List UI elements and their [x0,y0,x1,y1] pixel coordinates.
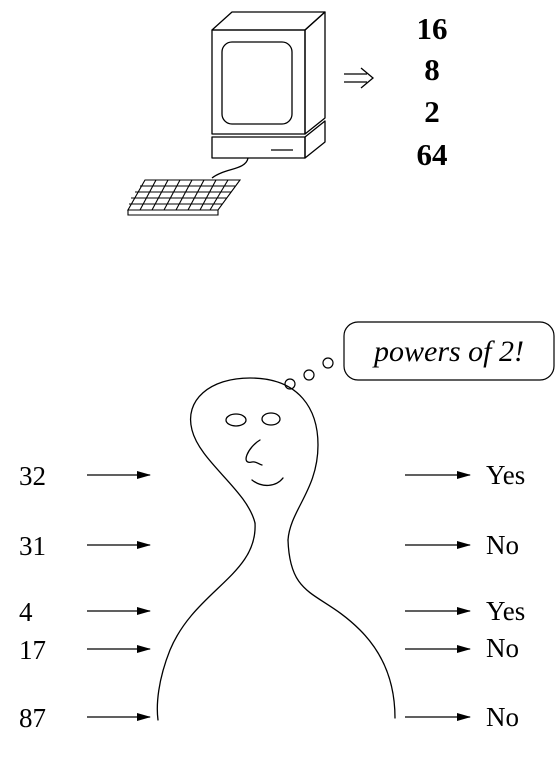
person-nose [246,440,262,465]
input-number: 4 [19,597,33,627]
input-number: 87 [19,703,46,733]
person-left-shoulder [157,523,255,720]
person-figure [157,378,395,720]
input-arrows [87,475,150,717]
keyboard-front [128,210,218,215]
computer-base [212,137,305,158]
output-value: 16 [417,11,448,46]
thought-text: powers of 2! [372,335,524,368]
input-list: 32 31 4 17 87 [19,461,46,733]
output-value: 8 [424,52,440,87]
person-right-eye [262,413,280,425]
answer-label: No [486,530,519,560]
person-mouth [252,478,283,485]
output-arrows [405,475,470,717]
implies-arrow [344,68,373,88]
person-right-shoulder [288,540,395,718]
answer-list: Yes No Yes No No [486,460,525,732]
person-head [191,378,318,540]
keyboard-icon [128,180,240,215]
output-value: 64 [417,137,448,172]
input-number: 32 [19,461,46,491]
keyboard-cable [212,158,248,178]
thought-dot [304,370,314,380]
answer-label: No [486,702,519,732]
computer-icon [212,12,325,178]
output-value: 2 [424,94,440,129]
input-number: 31 [19,531,46,561]
computer-output-list: 16 8 2 64 [417,11,448,172]
input-number: 17 [19,635,46,665]
answer-label: Yes [486,460,525,490]
monitor-screen [222,42,292,124]
monitor-side [305,12,325,134]
thought-dot [323,358,333,368]
answer-label: Yes [486,596,525,626]
answer-label: No [486,633,519,663]
person-left-eye [226,414,246,426]
